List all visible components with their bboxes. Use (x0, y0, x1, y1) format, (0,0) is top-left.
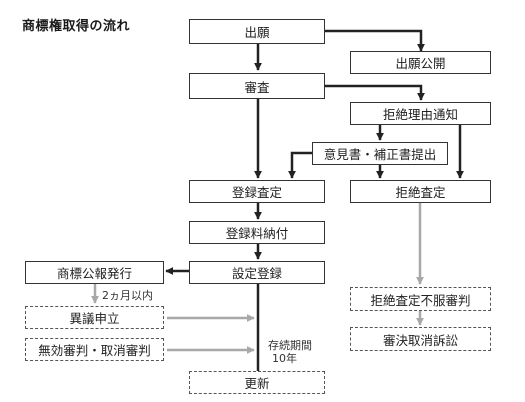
node-refusal-decision: 拒絶査定 (350, 180, 491, 203)
note-term-line2: 10年 (272, 352, 297, 365)
note-term-line1: 存続期間 (268, 339, 312, 352)
node-registration: 設定登録 (189, 261, 325, 284)
arrow-application-to-publication (325, 29, 426, 52)
node-refusal-notice: 拒絶理由通知 (350, 102, 491, 125)
arrow-examination-to-refusal-notice (325, 84, 426, 101)
node-registration-decision: 登録査定 (189, 180, 325, 203)
node-publication: 出願公開 (350, 51, 491, 74)
note-within-two-months: 2ヵ月以内 (102, 289, 153, 302)
page-title: 商標権取得の流れ (22, 19, 131, 34)
node-gazette: 商標公報発行 (25, 261, 164, 284)
arrow-opinion-to-registration-decision (287, 151, 312, 179)
node-registration-fee: 登録料納付 (189, 221, 325, 244)
node-renewal: 更新 (189, 371, 325, 394)
node-lawsuit: 審決取消訴訟 (350, 327, 491, 351)
node-refusal-appeal: 拒絶査定不服審判 (350, 287, 491, 311)
node-invalidation-cancellation: 無効審判・取消審判 (25, 338, 164, 361)
node-opposition: 異議申立 (25, 306, 164, 329)
node-application: 出願 (189, 19, 325, 44)
node-examination: 審査 (189, 73, 325, 99)
node-opinion-amendment: 意見書・補正書提出 (312, 142, 448, 165)
